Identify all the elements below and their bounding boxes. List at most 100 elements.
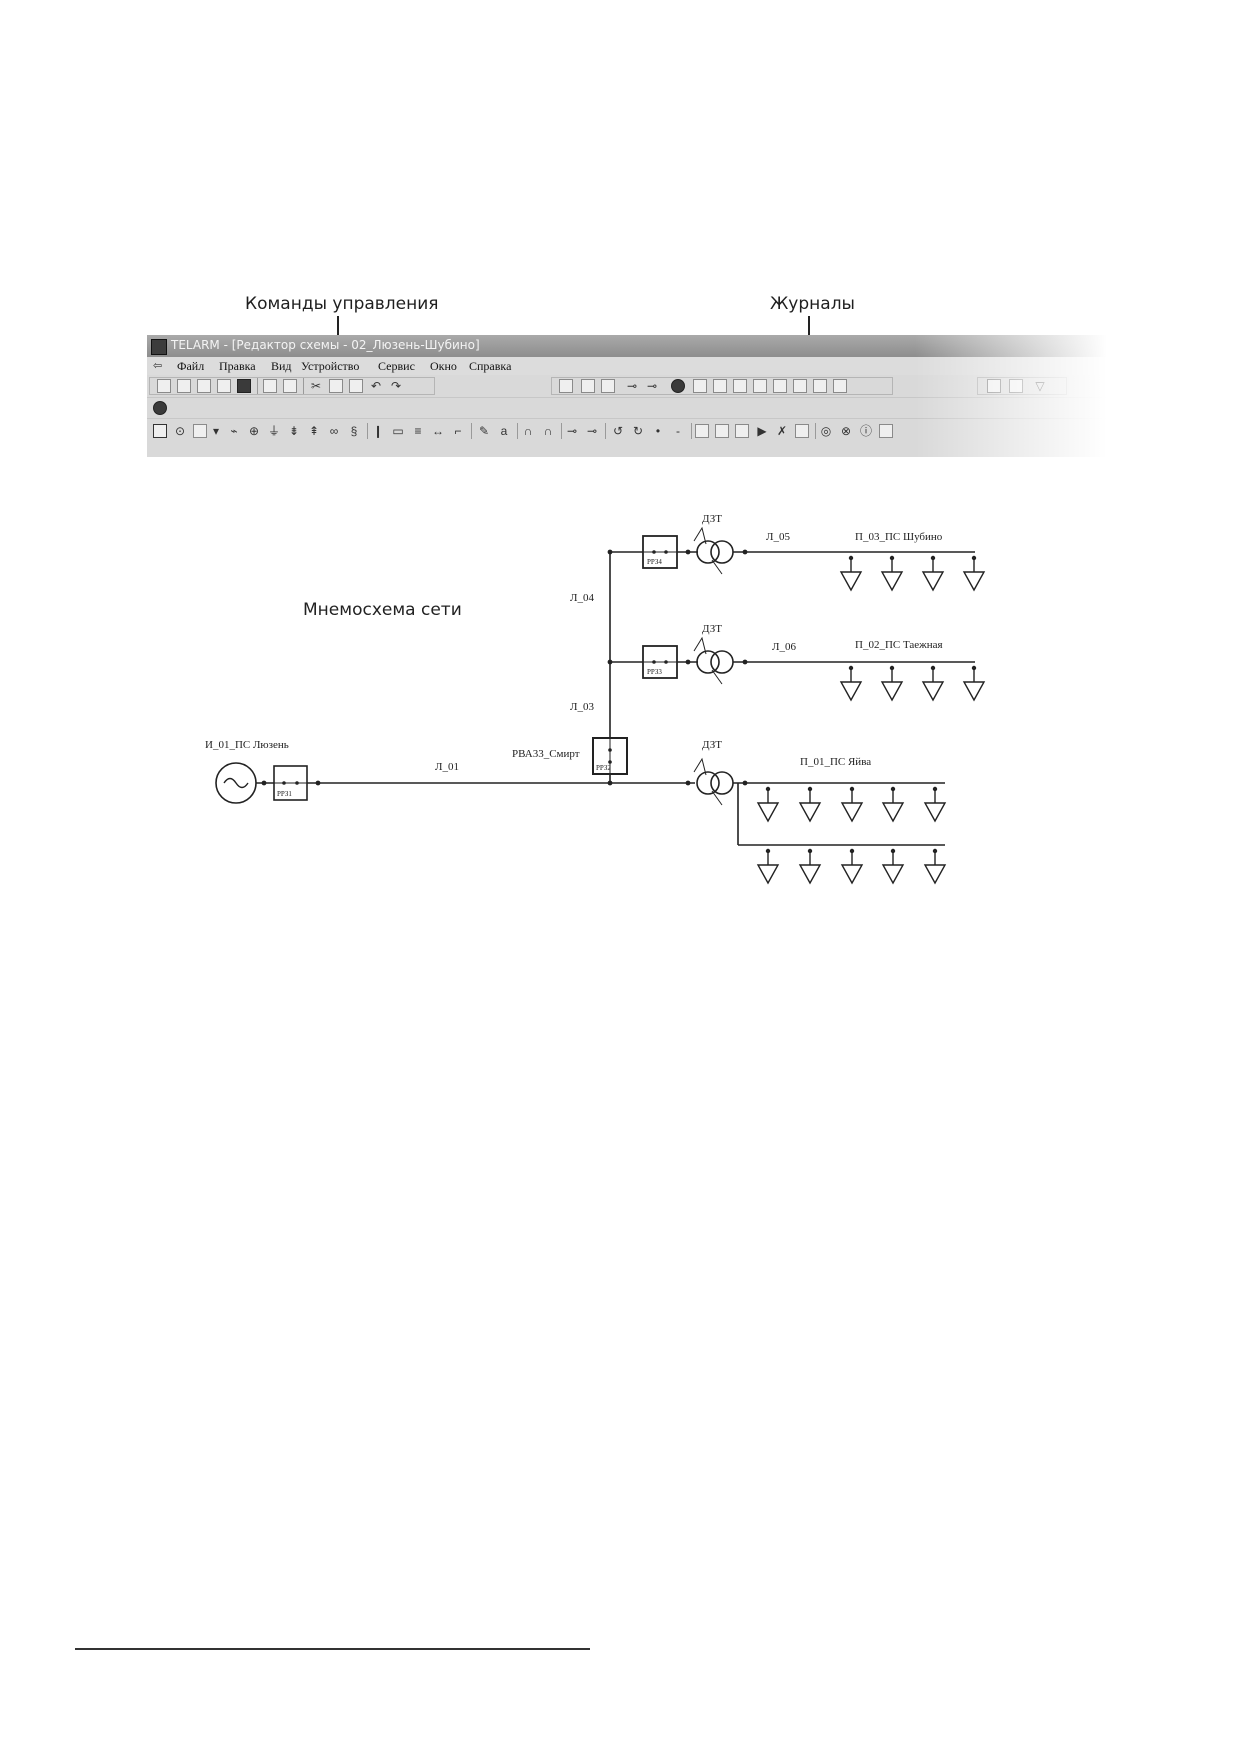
menu-window[interactable]: Окно xyxy=(430,359,457,373)
save-icon[interactable] xyxy=(237,379,251,393)
load-p01-2[interactable] xyxy=(799,786,821,822)
menu-bar: ⇦ Файл Правка Вид Устройство Сервис Окно… xyxy=(147,357,1107,376)
transformer-icon[interactable]: ∞ xyxy=(329,424,339,438)
load-p01-10[interactable] xyxy=(924,848,946,884)
align-right-icon[interactable]: ⊸ xyxy=(586,424,598,438)
diagram-caption: Мнемосхема сети xyxy=(303,600,462,620)
load-p03-4[interactable] xyxy=(963,555,985,591)
generator-icon[interactable]: ⊙ xyxy=(174,424,186,438)
dropdown-icon[interactable]: ▾ xyxy=(212,424,220,438)
menu-edit[interactable]: Правка xyxy=(219,359,256,373)
menu-help[interactable]: Справка xyxy=(469,359,512,373)
load-p01-7[interactable] xyxy=(799,848,821,884)
app-icon xyxy=(151,339,167,355)
tile-windows-icon[interactable] xyxy=(1009,379,1023,393)
rotate-right-icon[interactable]: ↻ xyxy=(632,424,644,438)
vertical-bus-icon[interactable]: ❙ xyxy=(372,424,384,438)
tools-icon[interactable]: ✗ xyxy=(776,424,788,438)
line-icon[interactable]: ⌁ xyxy=(230,424,238,438)
scheme-list-icon[interactable] xyxy=(559,379,573,393)
disconnector-icon[interactable]: ⇞ xyxy=(308,424,320,438)
text-icon[interactable]: a xyxy=(500,424,508,438)
cascade-windows-icon[interactable] xyxy=(987,379,1001,393)
reactor-icon[interactable]: § xyxy=(350,424,358,438)
load-p03-3[interactable] xyxy=(922,555,944,591)
cut-icon[interactable]: ✂ xyxy=(310,379,322,393)
load-p03-2[interactable] xyxy=(881,555,903,591)
print-icon[interactable] xyxy=(263,379,277,393)
menu-service[interactable]: Сервис xyxy=(378,359,415,373)
record-icon[interactable] xyxy=(671,379,685,393)
load-p03-1[interactable] xyxy=(840,555,862,591)
play-icon[interactable]: ▶ xyxy=(757,424,767,438)
secondary-toolbar xyxy=(147,398,1107,419)
load-p01-8[interactable] xyxy=(841,848,863,884)
system-menu-icon[interactable]: ⇦ xyxy=(153,360,163,372)
load-p01-5[interactable] xyxy=(924,786,946,822)
open-folder-icon[interactable] xyxy=(217,379,231,393)
window-title: TELARM - [Редактор схемы - 02_Люзень-Шуб… xyxy=(171,338,480,352)
app-window: TELARM - [Редактор схемы - 02_Люзень-Шуб… xyxy=(147,335,1107,457)
load-p01-3[interactable] xyxy=(841,786,863,822)
node-icon[interactable]: ⊕ xyxy=(248,424,260,438)
load-p02-3[interactable] xyxy=(922,665,944,701)
load-icon[interactable]: ⏚ xyxy=(267,424,280,438)
table-icon[interactable] xyxy=(795,424,809,438)
journal-alarms-icon[interactable] xyxy=(713,379,727,393)
load-p01-1[interactable] xyxy=(757,786,779,822)
menu-view[interactable]: Вид xyxy=(271,359,292,373)
info-icon[interactable]: ⓘ xyxy=(859,424,872,438)
undo-icon[interactable]: ↶ xyxy=(370,379,382,393)
new-scheme-icon[interactable] xyxy=(157,379,171,393)
rotate-left-icon[interactable]: ↺ xyxy=(612,424,624,438)
horizontal-bus-icon[interactable]: ▭ xyxy=(392,424,404,438)
layer-back-icon[interactable] xyxy=(715,424,729,438)
switch-on-icon[interactable]: ⊸ xyxy=(626,379,638,393)
select-pointer-icon[interactable] xyxy=(153,424,167,438)
print-preview-icon[interactable] xyxy=(283,379,297,393)
disable-icon[interactable]: ⊗ xyxy=(840,424,852,438)
load-p02-4[interactable] xyxy=(963,665,985,701)
double-bus-icon[interactable]: ≡ xyxy=(414,424,422,438)
journal-oscillograms-icon[interactable] xyxy=(753,379,767,393)
magnet-icon[interactable]: ∩ xyxy=(523,424,533,438)
load-p01-4[interactable] xyxy=(882,786,904,822)
relay-rpz3-label: РРЗ3 xyxy=(647,668,662,676)
journal-commands-icon[interactable] xyxy=(813,379,827,393)
filter-icon[interactable]: ▽ xyxy=(1035,379,1045,393)
load-p01-9[interactable] xyxy=(882,848,904,884)
journal-operations-icon[interactable] xyxy=(733,379,747,393)
redo-icon[interactable]: ↷ xyxy=(390,379,402,393)
menu-file[interactable]: Файл xyxy=(177,359,205,373)
footnote-divider xyxy=(75,1648,590,1650)
journal-status-icon[interactable] xyxy=(833,379,847,393)
connect-icon[interactable] xyxy=(581,379,595,393)
magnet-off-icon[interactable]: ∩ xyxy=(543,424,553,438)
breaker-icon[interactable]: ⇟ xyxy=(288,424,300,438)
dimension-icon[interactable]: ↔ xyxy=(432,424,444,438)
switch-off-icon[interactable]: ⊸ xyxy=(646,379,658,393)
paste-icon[interactable] xyxy=(349,379,363,393)
align-left-icon[interactable]: ⊸ xyxy=(566,424,578,438)
panel-icon[interactable] xyxy=(879,424,893,438)
pen-icon[interactable]: ✎ xyxy=(478,424,490,438)
stop-icon[interactable] xyxy=(153,401,167,415)
busbar-icon[interactable] xyxy=(193,424,207,438)
polyline-icon[interactable]: ⌐ xyxy=(454,424,462,438)
disconnect-icon[interactable] xyxy=(601,379,615,393)
journal-events-icon[interactable] xyxy=(693,379,707,393)
group-icon[interactable] xyxy=(735,424,749,438)
copy-icon[interactable] xyxy=(329,379,343,393)
refresh-icon[interactable]: ◎ xyxy=(820,424,832,438)
small-dot-icon[interactable]: • xyxy=(655,424,661,438)
journal-faults-icon[interactable] xyxy=(793,379,807,393)
load-p02-2[interactable] xyxy=(881,665,903,701)
load-p02-1[interactable] xyxy=(840,665,862,701)
dash-icon[interactable]: - xyxy=(676,424,680,438)
layer-front-icon[interactable] xyxy=(695,424,709,438)
new-file-icon[interactable] xyxy=(197,379,211,393)
load-p01-6[interactable] xyxy=(757,848,779,884)
journal-settings-icon[interactable] xyxy=(773,379,787,393)
new-project-icon[interactable] xyxy=(177,379,191,393)
menu-device[interactable]: Устройство xyxy=(301,359,360,373)
